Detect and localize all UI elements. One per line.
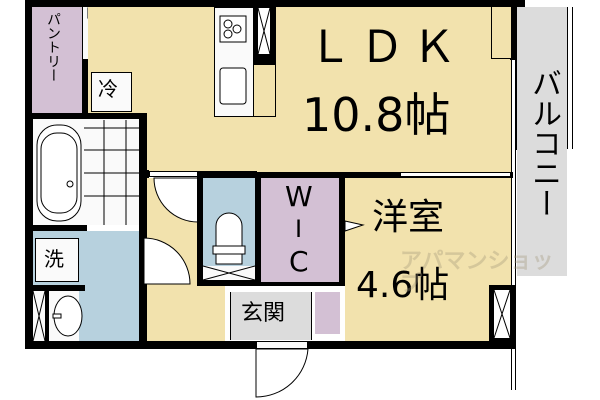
wic-c: C: [289, 245, 309, 278]
ldk-lower: [147, 115, 513, 172]
balcony-edge: [567, 7, 573, 149]
pantry-door: [83, 7, 88, 59]
balcony-window: [511, 60, 516, 390]
entrance-label: 玄関: [241, 301, 286, 326]
balcony-lower: [517, 146, 567, 276]
sink-basin-icon: [52, 295, 83, 337]
western-room-name: 洋室: [372, 197, 445, 238]
balcony: [517, 7, 567, 146]
entrance: [230, 292, 312, 340]
ldk-door-swing: [153, 177, 199, 223]
pantry: [32, 7, 82, 113]
washer-label: 洗: [44, 247, 64, 271]
west-shaft-x-icon: [493, 289, 511, 339]
kitchen-side: [254, 64, 276, 117]
wic-i: I: [295, 215, 303, 243]
toilet-icon: [212, 212, 246, 265]
wash-shaft-wall: [45, 291, 49, 341]
wash-door-swing: [143, 237, 191, 285]
watermark: アパマンショップ: [400, 249, 554, 298]
entrance-door-swing: [255, 348, 309, 398]
west-room-door-swing: [344, 220, 365, 232]
bath-right-wall: [139, 113, 147, 343]
bath-top-wall: [25, 113, 147, 119]
sink-icon: [219, 67, 247, 105]
west-room-window: [400, 172, 511, 177]
ldk-size: 10.8帖: [302, 88, 451, 142]
wash-top-wall: [25, 225, 87, 231]
western-room: [345, 178, 511, 342]
western-room-size: 4.6帖: [356, 265, 450, 306]
balcony-wall: [510, 0, 517, 60]
entrance-door-gap: [256, 341, 308, 349]
toilet-shaft-x-icon: [202, 265, 256, 281]
shaft-x-icon: [257, 7, 271, 55]
stove-icon: [219, 15, 247, 43]
wic-room: [261, 178, 339, 282]
bath-tile-grid: [84, 120, 139, 225]
wash-shaft-x-icon: [32, 290, 46, 342]
fridge-space: [91, 72, 132, 112]
wash-mid-wall: [33, 285, 85, 291]
balcony-label: バルコニー: [526, 68, 561, 218]
shoe-closet: [315, 292, 340, 334]
bathtub-icon: [36, 124, 82, 222]
wic-w: W: [285, 180, 313, 213]
ldk-closet: [491, 7, 511, 59]
fridge-label: 冷: [98, 77, 118, 101]
west-room-top-wall: [257, 172, 513, 178]
washer-space: [35, 238, 79, 282]
ldk-name: ＬＤＫ: [308, 22, 464, 73]
pantry-label: パントリー: [45, 12, 61, 82]
